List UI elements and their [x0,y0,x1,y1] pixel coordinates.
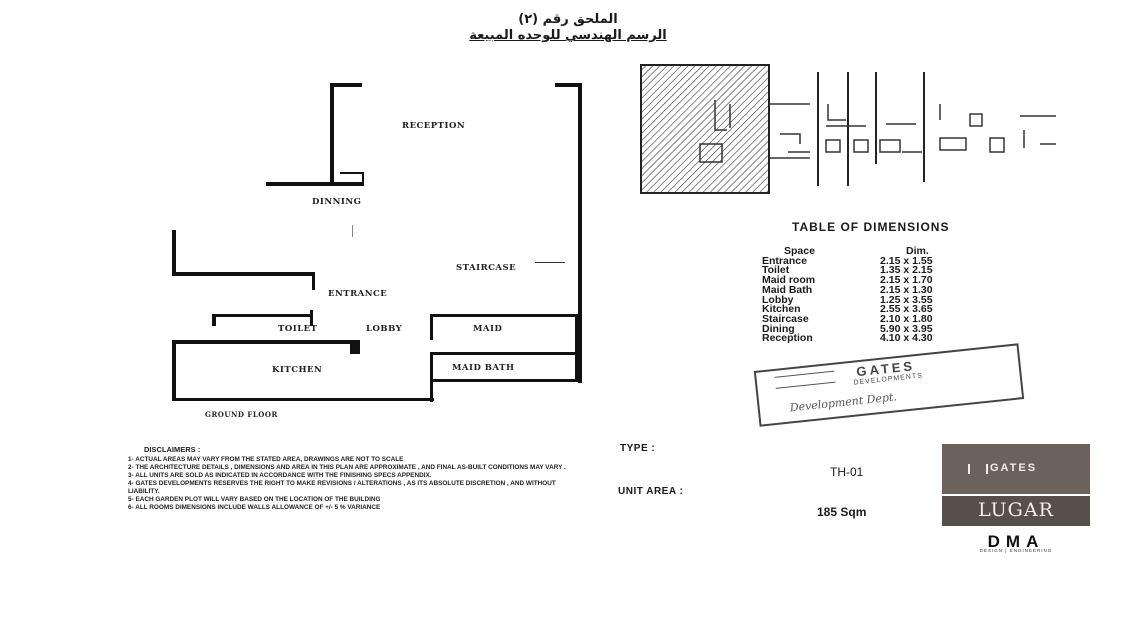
room-reception-label: RECEPTION [402,121,466,131]
room-entrance-label: ENTRANCE [328,289,388,299]
gates-logo-text: GATES [990,462,1038,474]
room-staircase-label: STAIRCASE [456,263,517,273]
floor-plan [0,0,600,430]
section-drawing [640,64,1060,194]
room-dinning-label: DINNING [312,197,362,207]
disclaimers-title: DISCLAIMERS : [144,445,201,454]
dma-logo: DMA DESIGN | ENGINEERING [942,532,1090,554]
disclaimer-item: 6- ALL ROOMS DIMENSIONS INCLUDE WALLS AL… [128,504,381,511]
drawing-title: الرسم الهندسي للوحده المبيعة [469,28,667,43]
gates-logo: GATES [942,444,1090,494]
disclaimer-item: 1- ACTUAL AREAS MAY VARY FROM THE STATED… [128,456,404,463]
disclaimer-item: 2- THE ARCHITECTURE DETAILS , DIMENSIONS… [128,464,566,471]
unit-area-value: 185 Sqm [817,505,867,519]
disclaimer-item: 5- EACH GARDEN PLOT WILL VARY BASED ON T… [128,496,381,503]
type-value: TH-01 [830,465,864,479]
room-toilet-label: TOILET [278,324,318,334]
stamp-logo-lines [774,370,836,389]
lugar-logo: LUGAR [942,496,1090,526]
room-lobby-label: LOBBY [366,324,403,334]
header-space: Space [784,245,815,257]
disclaimer-item: 4- GATES DEVELOPMENTS RESERVES THE RIGHT… [128,480,556,495]
gates-mark-icon [968,464,988,474]
header-dim: Dim. [906,245,929,257]
type-label: TYPE : [620,443,656,454]
lugar-logo-text: LUGAR [978,499,1054,521]
approval-stamp: GATES DEVELOPMENTS Development Dept. [753,343,1025,427]
annex-title: الملحق رقم (٢) [518,12,618,27]
room-maid-bath-label: MAID BATH [452,363,515,373]
dma-logo-text: DMA [987,532,1045,551]
dimensions-table-title: TABLE OF DIMENSIONS [792,220,950,234]
room-kitchen-label: KITCHEN [272,365,323,375]
unit-area-label: UNIT AREA : [618,486,684,497]
dma-logo-sub: DESIGN | ENGINEERING [979,548,1053,553]
room-maid-label: MAID [473,324,503,334]
disclaimer-item: 3- ALL UNITS ARE SOLD AS INDICATED IN AC… [128,472,432,479]
ground-floor-label: GROUND FLOOR [205,410,278,419]
stamp-signature: Development Dept. [789,390,898,415]
disclaimers: DISCLAIMERS : 1- ACTUAL AREAS MAY VARY F… [128,446,578,512]
